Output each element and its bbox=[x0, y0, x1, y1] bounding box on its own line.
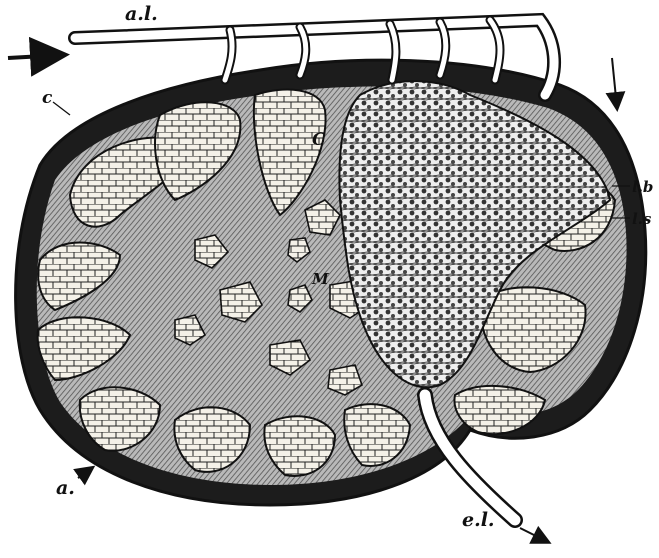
label-capsule: c bbox=[42, 88, 53, 108]
left-arrow bbox=[78, 468, 92, 478]
outflow-arrow bbox=[520, 528, 548, 542]
capsule-leader bbox=[53, 102, 70, 115]
inflow-arrow bbox=[8, 55, 62, 58]
label-efferent-left: a. bbox=[56, 477, 75, 499]
label-ls: l.s bbox=[632, 210, 652, 228]
label-lb: l.b bbox=[632, 178, 653, 196]
label-cortex: C bbox=[312, 130, 326, 150]
top-right-arrow bbox=[612, 58, 617, 108]
label-medulla: M bbox=[311, 270, 329, 288]
label-afferent: a.l. bbox=[125, 3, 158, 25]
label-efferent-bottom: e.l. bbox=[462, 509, 495, 531]
